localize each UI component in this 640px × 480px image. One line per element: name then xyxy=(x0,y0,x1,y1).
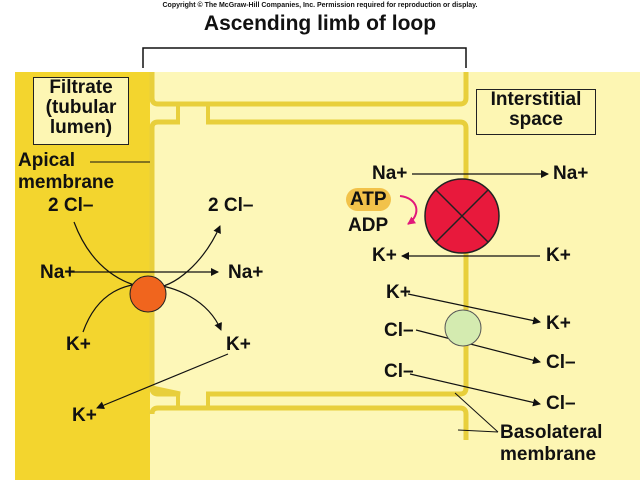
ion-k-lumen: K+ xyxy=(66,334,91,355)
apical-label-line-1: Apical xyxy=(18,150,76,171)
ion-na-lumen: Na+ xyxy=(40,262,76,283)
basolateral-callout-line-1 xyxy=(454,392,499,433)
atp-to-adp-arrow xyxy=(399,195,418,225)
interstitial-label-line-2: space xyxy=(509,109,563,130)
ion-2cl-lumen: 2 Cl– xyxy=(48,195,94,216)
basolateral-callout-line-2 xyxy=(457,429,499,433)
filtrate-label-line-3: lumen) xyxy=(49,117,113,138)
left-margin xyxy=(0,72,15,480)
pump-cross-mark xyxy=(435,189,489,243)
ion-cl-channel-cell-1: Cl– xyxy=(384,320,414,341)
ion-cl-channel-interstitial-1: Cl– xyxy=(546,352,576,373)
tight-junction-bottom xyxy=(176,394,210,408)
k-channel-arrow xyxy=(407,293,541,325)
adp-label: ADP xyxy=(348,215,389,236)
filtrate-label-line-2: (tubular xyxy=(45,97,117,118)
ion-k-cell: K+ xyxy=(226,334,251,355)
interstitial-label-box: Interstitial space xyxy=(476,89,596,135)
ion-k-channel-interstitial: K+ xyxy=(546,313,571,334)
ion-k-pump-interstitial: K+ xyxy=(546,245,571,266)
cell-membrane xyxy=(149,119,469,397)
interstitial-label-line-1: Interstitial xyxy=(490,89,582,110)
atp-label-text: ATP xyxy=(346,188,391,211)
filtrate-label-line-1: Filtrate xyxy=(49,77,113,98)
upper-cell-membrane xyxy=(149,72,469,107)
title-bracket xyxy=(142,47,467,68)
ion-cl-channel-interstitial-2: Cl– xyxy=(546,393,576,414)
k-cl-channel xyxy=(444,309,482,347)
apical-label-line-2: membrane xyxy=(18,172,115,193)
ion-k-channel-cell: K+ xyxy=(386,282,411,303)
page-title: Ascending limb of loop xyxy=(203,12,437,35)
ion-na-cell: Na+ xyxy=(228,262,264,283)
ion-k-back-leak: K+ xyxy=(72,405,97,426)
ion-2cl-cell: 2 Cl– xyxy=(208,195,254,216)
ion-na-pump-interstitial: Na+ xyxy=(553,163,589,184)
ion-cl-channel-cell-2: Cl– xyxy=(384,361,414,382)
na-k-2cl-cotransporter xyxy=(129,275,167,313)
lower-cell-membrane xyxy=(149,405,469,440)
filtrate-label-box: Filtrate (tubular lumen) xyxy=(33,77,129,145)
cl-channel-arrow-2 xyxy=(409,373,541,407)
basolateral-label-line-1: Basolateral xyxy=(500,422,603,443)
cl-channel-arrow-1 xyxy=(415,329,541,365)
basolateral-label-line-2: membrane xyxy=(500,444,597,465)
tight-junction-top xyxy=(176,104,210,122)
epithelial-cell xyxy=(150,72,470,440)
k-back-leak-arrow xyxy=(96,353,229,410)
ion-k-pump-cell: K+ xyxy=(372,245,397,266)
ion-na-pump-cell: Na+ xyxy=(372,163,408,184)
copyright-notice: Copyright © The McGraw-Hill Companies, I… xyxy=(162,2,478,9)
atp-label: ATP xyxy=(346,188,391,211)
